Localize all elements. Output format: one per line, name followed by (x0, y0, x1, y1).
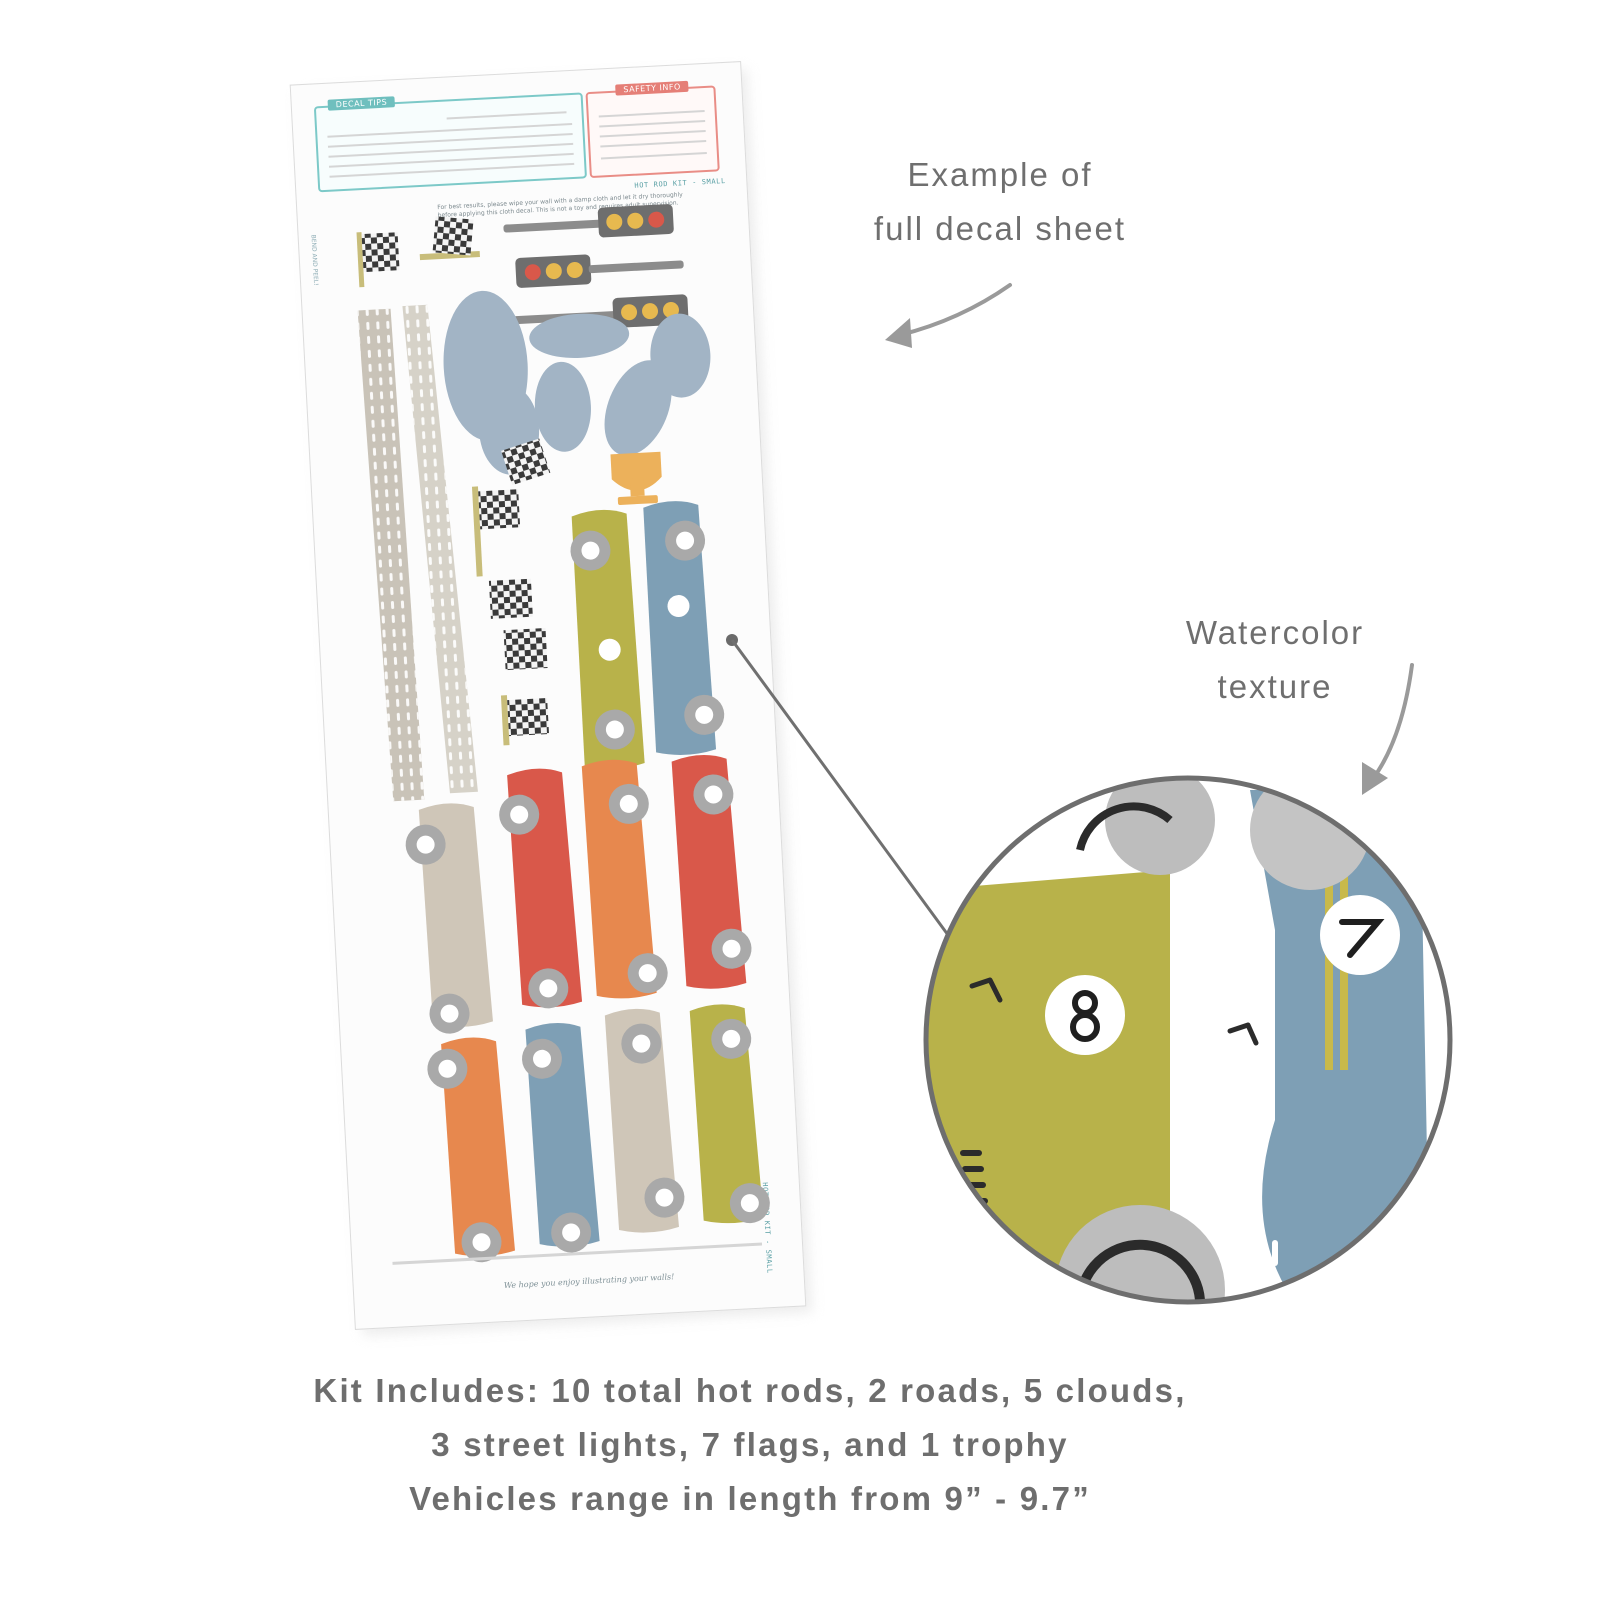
texture-caption: Watercolor texture (1150, 606, 1400, 714)
car-3-red (671, 755, 752, 989)
texture-caption-line1: Watercolor (1185, 614, 1365, 651)
texture-caption-line2: texture (1217, 668, 1333, 705)
magnified-olive-car (926, 870, 1170, 1302)
road-1 (357, 308, 425, 802)
sheet-caption-line2: full decal sheet (873, 210, 1127, 247)
cloud-4 (604, 360, 672, 456)
decal-illustrations (356, 204, 770, 1265)
car-7 (643, 501, 725, 755)
flag-top-left (356, 232, 400, 288)
road-2 (402, 304, 478, 794)
car-2-olive (689, 1004, 770, 1224)
sheet-caption: Example of full decal sheet (850, 148, 1150, 256)
car-5-beige (604, 1008, 685, 1233)
street-light-1 (503, 204, 674, 238)
cloud-5 (650, 313, 711, 398)
trophy (610, 451, 662, 505)
car-4-orange (427, 1037, 516, 1263)
cloud-2 (529, 313, 630, 358)
magnified-digit-7 (1339, 919, 1385, 958)
magnified-blue-car (1250, 790, 1430, 1302)
car-9-beige (405, 803, 493, 1034)
kit-contents-line1: Kit Includes: 10 total hot rods, 2 roads… (313, 1372, 1187, 1409)
magnified-badge-8 (1045, 975, 1125, 1055)
flag-top-right (419, 216, 480, 261)
flags-middle (471, 438, 551, 746)
cloud-3 (534, 361, 591, 452)
magnified-digit-8 (1070, 990, 1100, 1042)
decal-sheet: DECAL TIPS SAFETY INFO For best results,… (289, 61, 807, 1330)
vehicle-length-line: Vehicles range in length from 9” - 9.7” (409, 1480, 1091, 1517)
magnified-badge-7 (1320, 895, 1400, 975)
car-6-red (499, 768, 583, 1009)
arrow-to-sheet-icon (885, 283, 1012, 348)
car-1-blue (522, 1023, 600, 1253)
car-10-orange (581, 759, 668, 999)
watercolor-magnifier (923, 775, 1453, 1305)
kit-contents-line2: 3 street lights, 7 flags, and 1 trophy (431, 1426, 1069, 1463)
sheet-caption-line1: Example of (907, 156, 1093, 193)
car-8 (570, 509, 645, 769)
street-light-2 (515, 254, 684, 288)
footer-divider (392, 1242, 763, 1265)
